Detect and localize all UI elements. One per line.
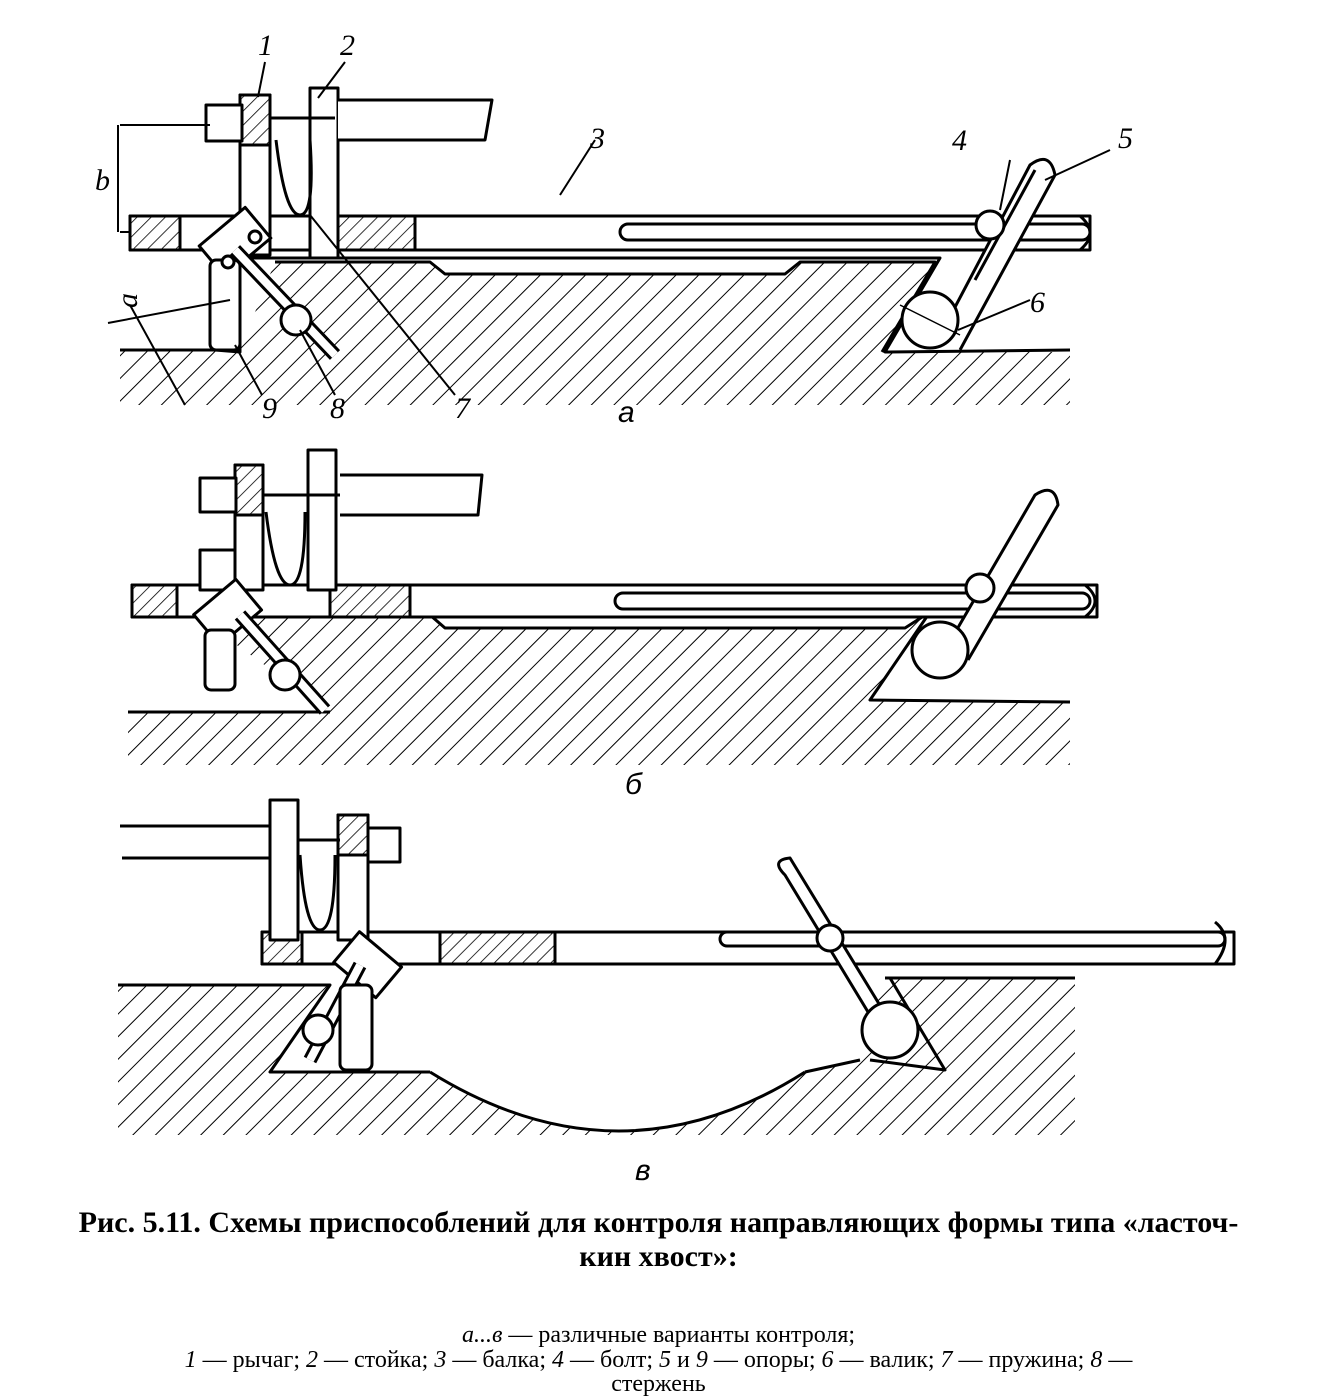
legend-text: — балка; [446,1347,552,1373]
label-5: 5 [1118,122,1133,155]
legend-text: — пружина; [952,1347,1091,1373]
rod-8-c [301,1013,335,1047]
legend-num: 3 [434,1347,447,1373]
support-5-b [943,488,1060,661]
caption-legend-line-3: стержень [611,1371,706,1397]
rod-8-b [268,658,302,692]
label-2: 2 [340,29,355,62]
dovetail-control-diagram: 1 2 3 4 5 6 7 8 9 b a а б в [95,29,1236,1187]
variant-label-c: в [635,1154,651,1187]
legend-num: 9 [695,1347,708,1373]
caption-title-line-1: Рис. 5.11. Схемы приспособлений для конт… [78,1206,1239,1239]
legend-text: — стойка; [318,1347,435,1373]
label-4: 4 [952,124,967,157]
legend-text: — рычаг; [196,1347,307,1373]
label-1: 1 [258,29,273,62]
label-6: 6 [1030,286,1045,319]
dimension-a: a [111,293,144,308]
legend-text: и [671,1347,696,1373]
legend-num: 8 [1090,1347,1103,1373]
caption-title-line-2: кин хвост»: [579,1240,738,1273]
caption-legend-line-2: 1 — рычаг; 2 — стойка; 3 — балка; 4 — бо… [0,1348,1317,1372]
roller-6-b [910,620,970,680]
legend-num: 2 [306,1347,319,1373]
variant-label-a: а [618,396,635,429]
caption-legend-line-1: а...в — различные варианты контроля; [0,1322,1317,1348]
part-labels: 1 2 3 4 5 6 7 8 9 b a [95,29,1133,425]
label-8: 8 [330,392,345,425]
label-7: 7 [455,392,472,425]
rod-8-a [279,303,313,337]
stand-c [268,798,300,942]
legend-text: — валик; [833,1347,941,1373]
variant-a-scheme [107,61,1111,406]
label-3: 3 [589,122,605,155]
dimension-b: b [95,164,110,197]
legend-num: 7 [940,1347,953,1373]
legend-num: 5 [659,1347,672,1373]
label-9: 9 [262,392,277,425]
legend-num: 1 [184,1347,197,1373]
legend-text: — опоры; [707,1347,822,1373]
roller-6-c [860,1000,920,1060]
legend-text: — болт; [563,1347,660,1373]
legend-num: 6 [821,1347,834,1373]
figure-caption-title: Рис. 5.11. Схемы приспособлений для конт… [0,1206,1317,1274]
legend-text: — [1102,1347,1133,1373]
variant-label-b: б [625,768,643,801]
variant-c-scheme [118,798,1236,1135]
legend-variants-text: — различные варианты контроля; [502,1322,856,1348]
variant-b-scheme [128,448,1099,765]
legend-num: 4 [551,1347,564,1373]
legend-variants-range: а...в [461,1322,503,1348]
